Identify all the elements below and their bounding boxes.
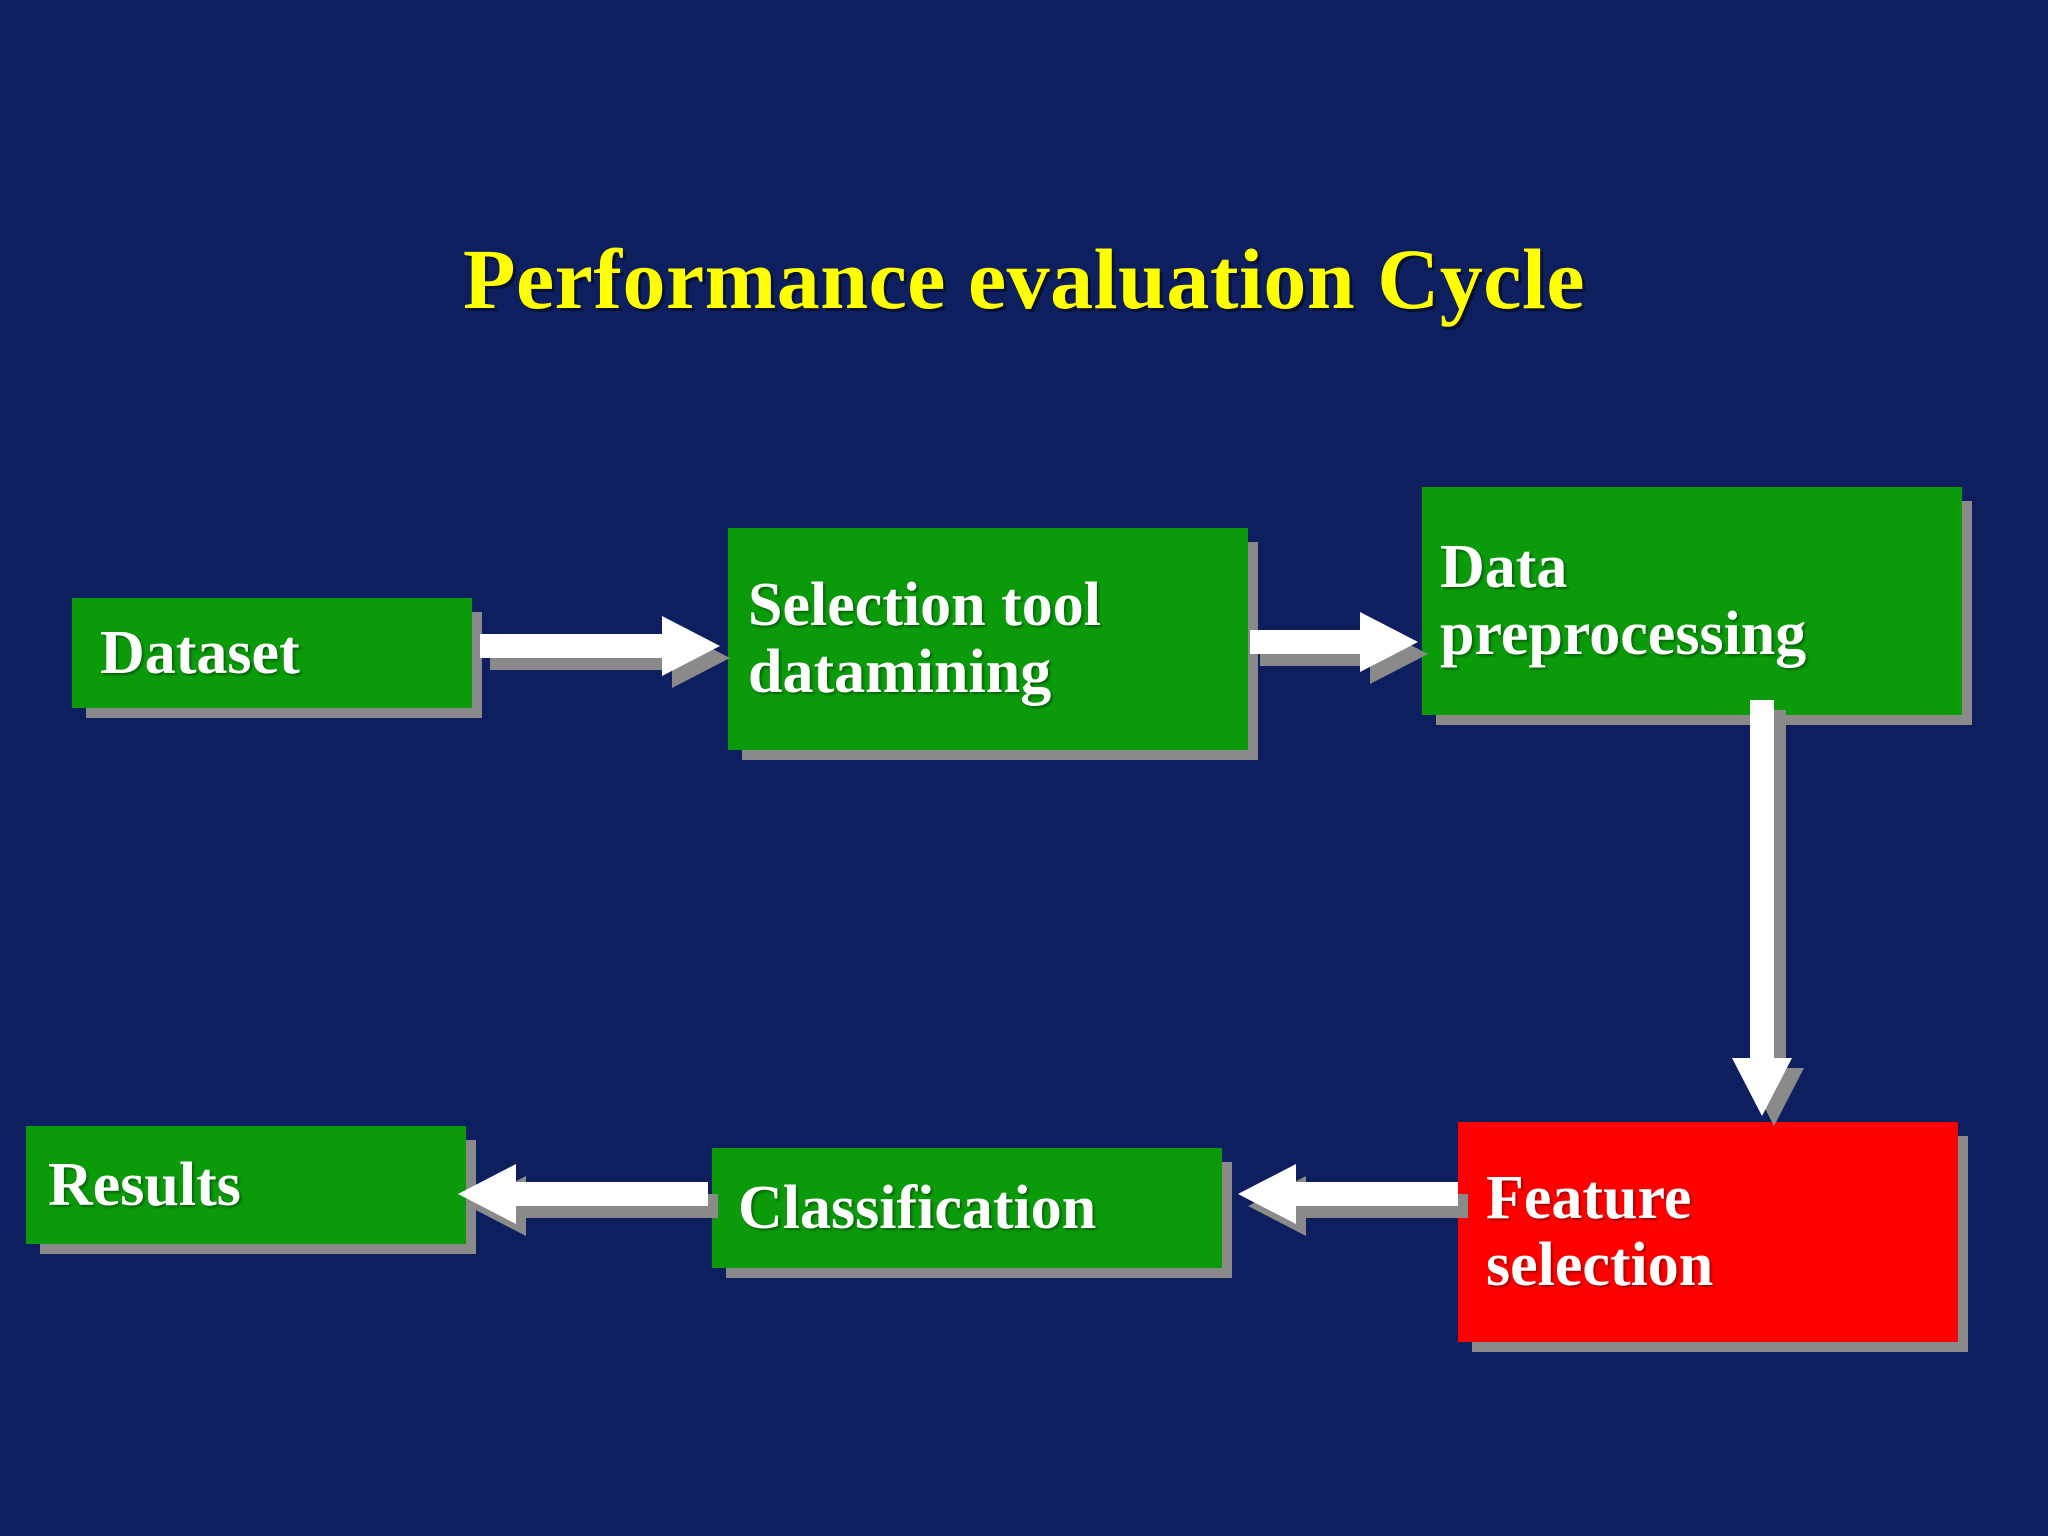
flow-node-selection-tool-datamining[interactable]: Selection tool datamining xyxy=(728,528,1248,750)
flow-node-label: Data preprocessing xyxy=(1440,533,1807,668)
flow-node-data-preprocessing[interactable]: Data preprocessing xyxy=(1422,487,1962,715)
flow-node-label: Selection tool datamining xyxy=(748,571,1101,706)
arrow-left-icon-feature-selection-to-classification xyxy=(1230,1160,1480,1246)
arrow-down-icon-preprocessing-to-feature-selection xyxy=(1732,700,1846,1150)
flow-node-feature-selection[interactable]: Feature selection xyxy=(1458,1122,1958,1342)
flow-node-dataset[interactable]: Dataset xyxy=(72,598,472,708)
flow-node-label: Feature selection xyxy=(1486,1164,1714,1299)
arrow-right-icon-dataset-to-selection xyxy=(480,612,740,698)
page-title: Performance evaluation Cycle xyxy=(462,230,1586,327)
flow-node-label: Dataset xyxy=(100,618,300,687)
arrow-left-icon-classification-to-results xyxy=(450,1160,730,1246)
flow-node-label: Results xyxy=(48,1150,241,1219)
arrow-right-icon-selection-to-preprocessing xyxy=(1250,608,1450,694)
flow-node-classification[interactable]: Classification xyxy=(712,1148,1222,1268)
flow-node-label: Classification xyxy=(738,1173,1097,1242)
flow-node-results[interactable]: Results xyxy=(26,1126,466,1244)
